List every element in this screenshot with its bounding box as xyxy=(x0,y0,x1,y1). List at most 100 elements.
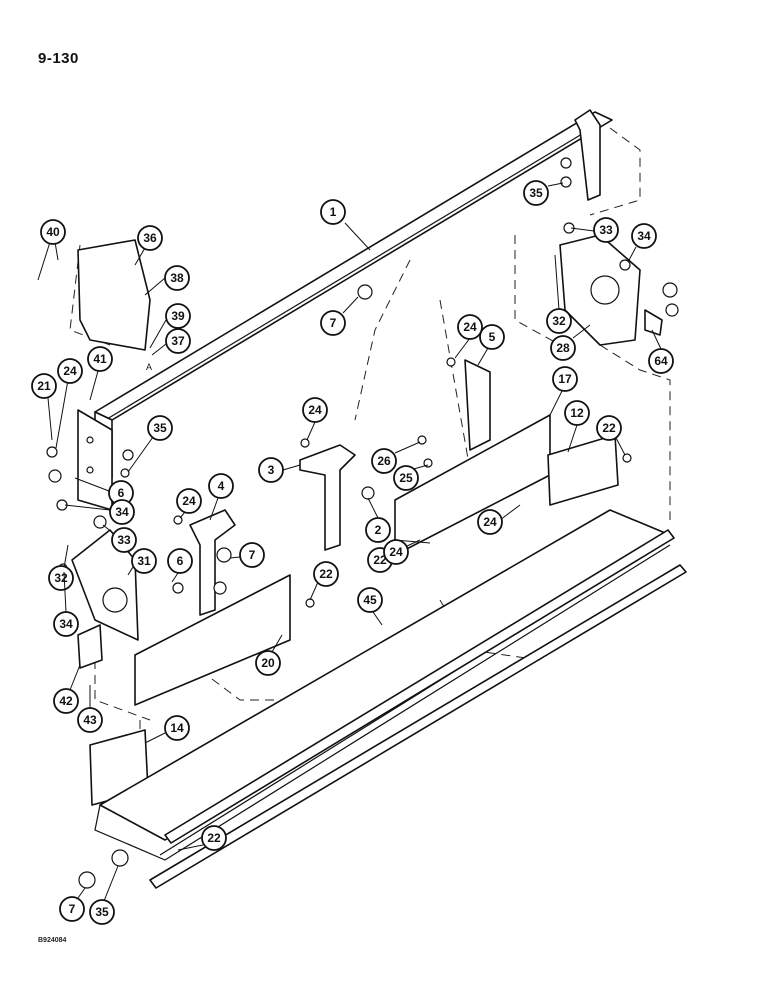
svg-text:35: 35 xyxy=(529,186,543,200)
left-end-bracket xyxy=(77,409,113,511)
callout-33: 33 xyxy=(570,217,619,243)
svg-text:28: 28 xyxy=(556,341,570,355)
svg-text:36: 36 xyxy=(143,231,157,245)
callout-34-c: 34 xyxy=(53,571,79,637)
svg-text:37: 37 xyxy=(171,334,185,348)
svg-text:24: 24 xyxy=(63,364,77,378)
callout-42: 42 xyxy=(53,664,81,714)
svg-text:40: 40 xyxy=(46,225,60,239)
callout-7: 7 xyxy=(320,296,359,336)
svg-text:32: 32 xyxy=(54,571,68,585)
callout-5: 5 xyxy=(477,324,505,366)
svg-text:24: 24 xyxy=(483,515,497,529)
callout-33-b: 33 xyxy=(102,524,137,553)
svg-text:38: 38 xyxy=(170,271,184,285)
callout-28: 28 xyxy=(550,324,591,361)
svg-text:35: 35 xyxy=(153,421,167,435)
callout-17: 17 xyxy=(549,366,578,416)
callout-20: 20 xyxy=(255,634,283,676)
svg-text:4: 4 xyxy=(218,479,225,493)
svg-text:24: 24 xyxy=(182,494,196,508)
svg-text:24: 24 xyxy=(308,403,322,417)
callout-24-f: 24 xyxy=(383,539,431,565)
callout-35: 35 xyxy=(523,180,564,206)
svg-text:6: 6 xyxy=(118,486,125,500)
svg-text:12: 12 xyxy=(570,406,584,420)
svg-text:5: 5 xyxy=(489,330,496,344)
svg-text:32: 32 xyxy=(552,314,566,328)
svg-text:45: 45 xyxy=(363,593,377,607)
svg-text:22: 22 xyxy=(319,567,333,581)
serrated-strip xyxy=(149,529,687,889)
panel-12 xyxy=(547,434,619,506)
callout-26: 26 xyxy=(371,441,421,474)
callout-41: 41 xyxy=(87,346,113,401)
callout-34: 34 xyxy=(627,223,657,263)
figure-code: B924084 xyxy=(38,937,67,944)
callout-39: 39 xyxy=(149,303,191,349)
svg-text:20: 20 xyxy=(261,656,275,670)
svg-text:43: 43 xyxy=(83,713,97,727)
svg-text:6: 6 xyxy=(177,554,184,568)
callout-24-e: 24 xyxy=(477,504,521,535)
callout-7-c: 7 xyxy=(59,887,86,922)
callout-24-d: 24 xyxy=(176,488,202,519)
svg-text:24: 24 xyxy=(463,320,477,334)
left-bearing-plate xyxy=(71,529,139,641)
callout-32-b: 32 xyxy=(48,544,74,591)
hanger-strap-5 xyxy=(464,359,491,451)
callout-43: 43 xyxy=(77,685,103,733)
callout-32: 32 xyxy=(546,254,572,334)
callout-24: 24 xyxy=(454,314,483,359)
svg-text:35: 35 xyxy=(95,905,109,919)
callout-31: 31 xyxy=(127,548,157,576)
callout-22: 22 xyxy=(596,415,626,456)
svg-text:34: 34 xyxy=(115,505,129,519)
svg-text:39: 39 xyxy=(171,309,185,323)
callout-36: 36 xyxy=(134,225,163,266)
svg-text:1: 1 xyxy=(330,205,337,219)
callout-3: 3 xyxy=(258,457,301,483)
svg-text:26: 26 xyxy=(377,454,391,468)
callout-37: 37 xyxy=(151,328,191,356)
callout-2: 2 xyxy=(365,497,391,543)
callout-24-c: 24 xyxy=(55,358,83,449)
callout-38: 38 xyxy=(144,265,190,296)
svg-text:22: 22 xyxy=(207,831,221,845)
hardware-parts xyxy=(46,157,679,889)
svg-text:34: 34 xyxy=(637,229,651,243)
svg-text:14: 14 xyxy=(170,721,184,735)
svg-text:33: 33 xyxy=(117,533,131,547)
callout-45: 45 xyxy=(357,587,383,626)
svg-text:41: 41 xyxy=(93,352,107,366)
svg-text:42: 42 xyxy=(59,694,73,708)
hanger-bracket-3 xyxy=(299,444,356,551)
callout-6: 6 xyxy=(74,477,134,506)
callout-6-b: 6 xyxy=(167,548,193,583)
svg-text:25: 25 xyxy=(399,471,413,485)
svg-text:17: 17 xyxy=(558,372,572,386)
callout-1: 1 xyxy=(320,199,371,251)
letter-marker: A xyxy=(146,362,152,372)
callout-25: 25 xyxy=(393,464,429,491)
svg-text:31: 31 xyxy=(137,554,151,568)
callout-21: 21 xyxy=(31,373,57,441)
callout-7-b: 7 xyxy=(229,542,265,568)
hanger-bracket-4 xyxy=(189,509,236,616)
right-bearing-bracket xyxy=(559,234,641,346)
svg-text:21: 21 xyxy=(37,379,51,393)
plate-42 xyxy=(77,624,103,669)
svg-text:24: 24 xyxy=(389,545,403,559)
callout-35-c: 35 xyxy=(89,865,119,925)
svg-text:7: 7 xyxy=(330,316,337,330)
svg-text:7: 7 xyxy=(249,548,256,562)
callout-34-b: 34 xyxy=(64,499,135,525)
panel-20 xyxy=(134,574,291,706)
callout-64: 64 xyxy=(648,329,674,374)
callout-4: 4 xyxy=(208,473,234,521)
page-number: 9-130 xyxy=(38,50,79,67)
svg-text:33: 33 xyxy=(599,223,613,237)
callout-14: 14 xyxy=(144,715,190,744)
callout-40: 40 xyxy=(37,219,66,281)
